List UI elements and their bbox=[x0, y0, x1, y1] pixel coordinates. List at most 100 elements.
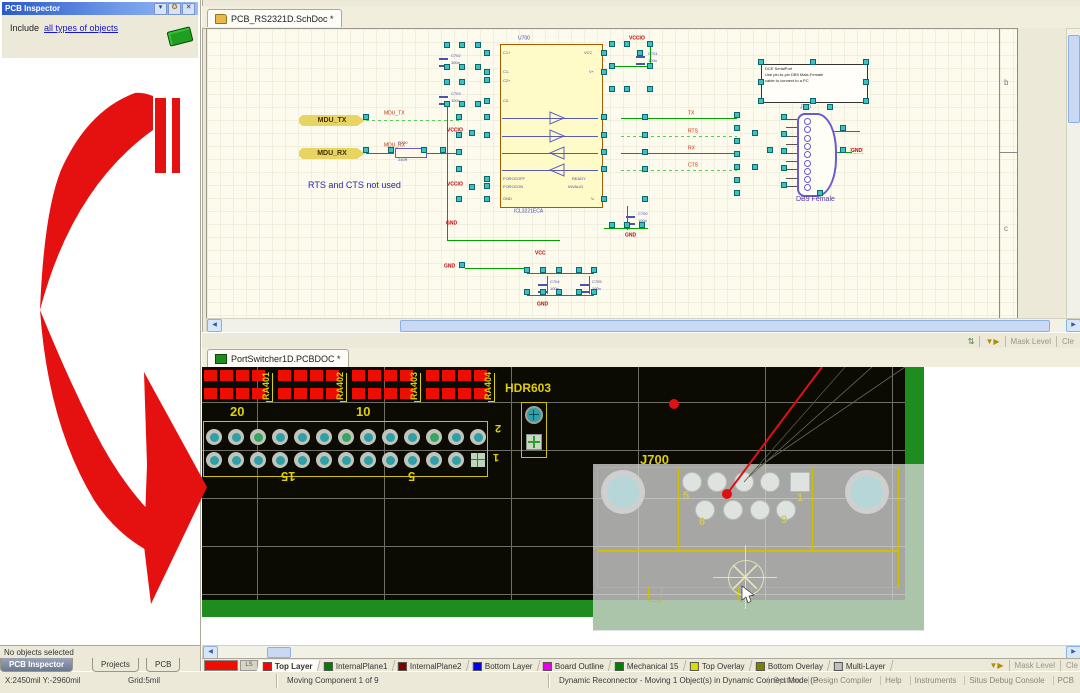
interactive-routing-icon[interactable]: ⇅ bbox=[967, 336, 975, 346]
pcb-hscroll-thumb[interactable] bbox=[267, 647, 291, 658]
smd-pad bbox=[326, 370, 339, 381]
pad-hole bbox=[408, 433, 417, 442]
selection-handle bbox=[484, 176, 490, 182]
selection-handle bbox=[469, 184, 475, 190]
layer-tab-board-outline[interactable]: Board Outline bbox=[536, 659, 612, 672]
close-icon[interactable]: ✕ bbox=[182, 2, 195, 15]
panel-tab-pcb-inspector[interactable]: PCB Inspector bbox=[0, 658, 74, 672]
selection-handle bbox=[484, 98, 490, 104]
smd-pad bbox=[442, 370, 455, 381]
pad-hole bbox=[232, 433, 241, 442]
selection-handle bbox=[421, 147, 427, 153]
smd-pad bbox=[442, 388, 455, 399]
layer-color-swatch bbox=[543, 661, 553, 670]
mask-level-button[interactable]: Mask Level bbox=[1014, 661, 1055, 670]
selection-handle bbox=[817, 190, 823, 196]
smd-pad bbox=[310, 370, 323, 381]
resistor-body[interactable] bbox=[395, 148, 427, 158]
mask-level-button[interactable]: Mask Level bbox=[1010, 336, 1051, 346]
selection-handle bbox=[591, 267, 597, 273]
schematic-wire bbox=[627, 206, 628, 230]
selection-handle bbox=[601, 50, 607, 56]
panel-status: No objects selected bbox=[0, 645, 200, 658]
selection-handle bbox=[781, 182, 787, 188]
capacitor-ref: C705 bbox=[592, 279, 602, 284]
layer-set-button[interactable]: LS bbox=[240, 660, 258, 671]
clear-button[interactable]: Cle bbox=[1066, 661, 1079, 670]
pad-hole bbox=[254, 433, 263, 442]
schematic-hscroll-thumb[interactable] bbox=[400, 320, 1050, 332]
filter-icon[interactable]: ▼▶ bbox=[989, 661, 1004, 670]
clear-button[interactable]: Cle bbox=[1062, 336, 1075, 346]
j700-pin6-label: 6 bbox=[699, 516, 706, 528]
selection-handle bbox=[456, 132, 462, 138]
schdoc-tab-label: PCB_RS2321D.SchDoc * bbox=[231, 13, 334, 24]
smd-pad bbox=[426, 388, 439, 399]
pad-cross bbox=[533, 410, 534, 420]
pad-hole bbox=[254, 456, 263, 465]
panel-button-help[interactable]: Help bbox=[880, 676, 905, 685]
hdr603-outline bbox=[521, 402, 547, 458]
panel-button-situs-debug-console[interactable]: Situs Debug Console bbox=[964, 676, 1048, 685]
layer-tab-mechanical-15[interactable]: Mechanical 15 bbox=[608, 659, 687, 672]
panel-button-instruments[interactable]: Instruments bbox=[909, 676, 961, 685]
tab-pcbdoc[interactable]: PortSwitcher1D.PCBDOC * bbox=[207, 349, 349, 367]
scroll-left-icon[interactable]: ◀ bbox=[207, 319, 222, 332]
selection-handle bbox=[624, 222, 630, 228]
port-mdu-rx[interactable]: MDU_RX bbox=[299, 148, 365, 159]
panel-button-pcb[interactable]: PCB bbox=[1052, 676, 1078, 685]
selected-pad-origin bbox=[471, 453, 485, 467]
schematic-corner-strip: ⇅ ▼▶ Mask Level Cle bbox=[202, 332, 1080, 349]
ic-channel-line bbox=[502, 170, 598, 171]
layer-tab-bottom-overlay[interactable]: Bottom Overlay bbox=[749, 659, 831, 672]
net-label: MDU_RX bbox=[384, 142, 406, 148]
selection-handle bbox=[556, 289, 562, 295]
j700-mounting-hole-drill bbox=[607, 476, 639, 508]
ic-body[interactable] bbox=[500, 44, 603, 208]
layer-tab-internalplane2[interactable]: InternalPlane2 bbox=[391, 659, 470, 672]
chevron-down-icon[interactable]: ▾ bbox=[154, 2, 167, 15]
pin1-bracket bbox=[266, 373, 273, 402]
pad-hole bbox=[408, 456, 417, 465]
layer-tab-multi-layer[interactable]: Multi-Layer bbox=[827, 659, 893, 672]
layer-color-swatch bbox=[398, 661, 408, 670]
layer-tab-internalplane1[interactable]: InternalPlane1 bbox=[317, 659, 395, 672]
panel-button-design-compiler[interactable]: Design Compiler bbox=[808, 676, 876, 685]
mode-status: Dynamic Reconnector - Moving 1 Object(s)… bbox=[559, 676, 819, 685]
selection-handle bbox=[524, 267, 530, 273]
panel-tab-pcb[interactable]: PCB bbox=[146, 658, 181, 672]
pcb-inspector-panel: PCB Inspector ▾ ✪ ✕ Include all types of… bbox=[0, 0, 201, 672]
panel-button-system[interactable]: System bbox=[768, 676, 804, 685]
layer-tab-top-layer[interactable]: Top Layer bbox=[256, 659, 321, 672]
pcb-canvas[interactable]: HDR603 J700 20 10 15 5 2 1 5 1 6 9 RA401… bbox=[202, 367, 1080, 645]
selection-handle bbox=[609, 63, 615, 69]
smd-pad bbox=[252, 388, 265, 399]
capacitor-symbol bbox=[636, 56, 645, 65]
schematic-canvas[interactable] bbox=[206, 28, 1019, 320]
db9-pin-circle bbox=[804, 134, 811, 142]
j700-pin bbox=[682, 472, 702, 492]
power-port-gnd: GND bbox=[850, 148, 864, 154]
port-mdu-tx[interactable]: MDU_TX bbox=[299, 115, 365, 126]
j700-pin bbox=[707, 472, 727, 492]
include-objects-link[interactable]: all types of objects bbox=[44, 23, 119, 33]
tab-schdoc[interactable]: PCB_RS2321D.SchDoc * bbox=[207, 9, 342, 27]
grid-line bbox=[202, 546, 905, 547]
smd-pad bbox=[204, 388, 217, 399]
layer-tab-bottom-layer[interactable]: Bottom Layer bbox=[466, 659, 540, 672]
db9-pin-circle bbox=[804, 184, 811, 192]
panel-titlebar[interactable]: PCB Inspector ▾ ✪ ✕ bbox=[2, 2, 198, 15]
scroll-right-icon[interactable]: ▶ bbox=[1066, 319, 1080, 332]
pin-icon[interactable]: ✪ bbox=[168, 2, 181, 15]
j700-pin bbox=[776, 500, 796, 520]
current-layer-color-swatch[interactable] bbox=[204, 660, 238, 671]
filter-icon[interactable]: ▼▶ bbox=[985, 336, 1000, 346]
panel-tab-projects[interactable]: Projects bbox=[92, 658, 139, 672]
selection-handle bbox=[810, 98, 816, 104]
db9-connector-symbol[interactable] bbox=[797, 113, 837, 197]
selection-handle bbox=[459, 262, 465, 268]
selection-handle bbox=[642, 166, 648, 172]
layer-tab-top-overlay[interactable]: Top Overlay bbox=[683, 659, 753, 672]
schematic-wire bbox=[650, 45, 651, 66]
